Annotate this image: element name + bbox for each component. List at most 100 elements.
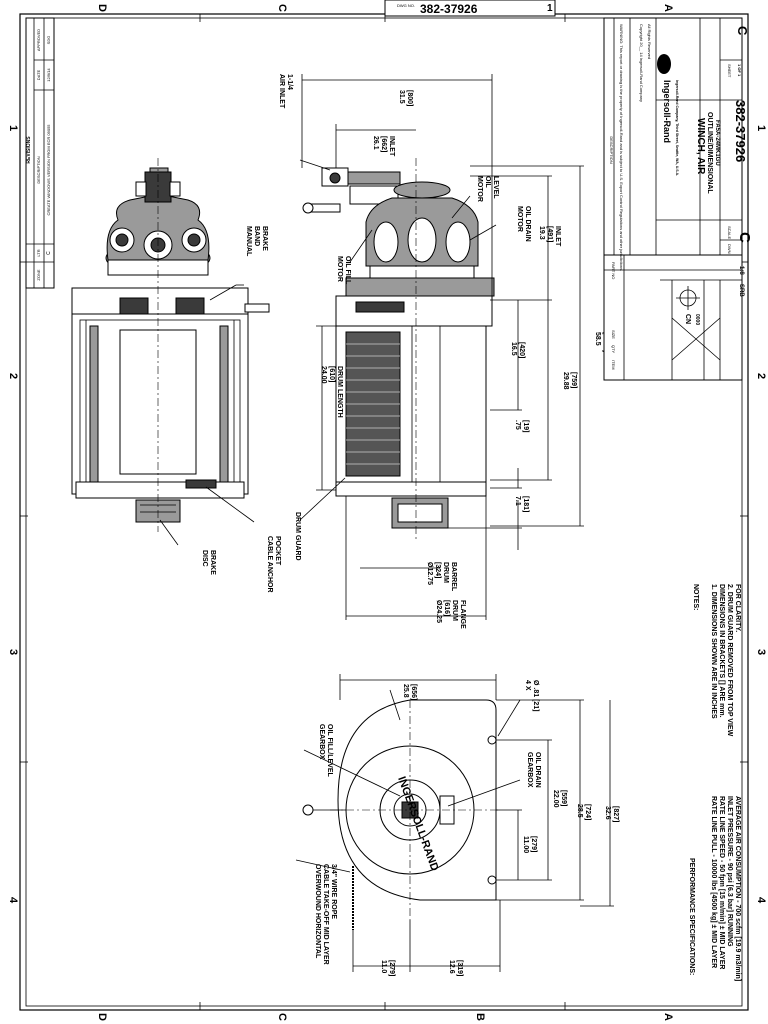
tb-dwn: SRB: [738, 284, 744, 297]
label-cable-anchor-pocket: CABLE ANCHOR POCKET: [266, 536, 281, 594]
label-gearbox-oil-drain: GEARBOX OIL DRAIN: [526, 752, 541, 789]
rev-header-ltr: LTR: [36, 249, 41, 256]
rev-ltr: C: [46, 251, 52, 255]
tb-copyright: Copyright 20__ 14 Ingersoll-Rand Company: [639, 24, 644, 102]
dim-11-00: 11.00 [279]: [522, 836, 537, 855]
tb-sheet-label: SHEET: [727, 64, 732, 78]
tb-sheet: 1 OF 1: [737, 64, 742, 77]
tb-rights: All Rights Reserved: [647, 24, 652, 59]
tb-ecn: 0000: [694, 314, 700, 325]
label-motor-oil-fill: MOTOR OIL FILL: [336, 256, 351, 285]
dim-12-6: 12.6 [319]: [448, 960, 463, 976]
label-disc-brake: DISC BRAKE: [201, 550, 216, 575]
dim-32-6: 32.6 [827]: [604, 806, 619, 822]
rev-header-date: DATE: [36, 69, 41, 80]
label-gearbox-oil-fill: GEARBOX OIL FILL/LEVEL: [318, 724, 333, 777]
dim-drum-barrel: Ø12.75 [324] DRUM BARREL: [426, 562, 457, 592]
dim-25-8: 25.8 [656]: [402, 684, 417, 700]
dim-075: .75 [19]: [514, 420, 529, 432]
label-motor-oil-drain: MOTOR OIL DRAIN: [516, 206, 531, 242]
rev-header-zone: ZONE: [36, 269, 41, 280]
tb-item-label: ITEM: [611, 360, 616, 370]
tb-size: C: [736, 232, 753, 243]
notes-list: 1. DIMENSIONS SHOWN ARE IN INCHES DIMENS…: [710, 584, 741, 738]
tb-title-line2: OUTLINE/DIMENSIONAL: [706, 112, 713, 194]
notes-block: NOTES: 1. DIMENSIONS SHOWN ARE IN INCHES…: [692, 584, 741, 738]
tb-warning: WARNING: This report or drawing is the p…: [619, 24, 624, 271]
tb-rev: C: [735, 26, 750, 36]
revisions-block: REVISIONS ZONE LTR DESCRIPTION DATE APPR…: [25, 17, 55, 289]
top-view: [71, 158, 270, 532]
zone-letter-bottom-b: B: [474, 1013, 486, 1021]
tb-cn: CN: [684, 314, 691, 324]
label-mounting-holes: 4 X Ø .81 [21]: [524, 680, 539, 712]
rev-header-approved: APPROVED: [36, 29, 41, 51]
zone-letter-top-c: C: [276, 4, 288, 12]
zone-number-left-1: 1: [7, 125, 19, 131]
label-manual-band-brake: MANUAL BAND BRAKE: [245, 226, 268, 258]
dim-31-5: 31.5 [800]: [398, 90, 413, 106]
tb-qty-label: QTY: [611, 345, 616, 354]
dwg-no-prefix: DWG NO.: [397, 3, 415, 8]
tb-company-address: Ingersoll-Rand Company, Third Street, Se…: [675, 80, 679, 176]
dim-16-5: 16.5 [420]: [510, 342, 525, 358]
top-sheet-number: 1: [547, 3, 553, 14]
end-view-dimension-lines: [295, 674, 614, 972]
performance-title: PERFORMANCE SPECIFICATIONS:: [688, 858, 695, 975]
dim-drum-length: 24.00 [610] DRUM LENGTH: [320, 366, 343, 418]
label-air-inlet: AIR INLET 1-1/4: [278, 74, 293, 110]
sheet-border: [19, 13, 749, 1011]
dim-28-5: 28.5 [724]: [576, 804, 591, 820]
top-drawing-number-box: DWG NO. 382-37926 1: [384, 0, 556, 17]
dim-29-88: 29.88 [759]: [562, 372, 577, 391]
rev-description: CREATE WINDOWS VERSION FROM ECR 09055: [46, 124, 51, 216]
performance-list: RATE LINE PULL - 10000 lbs [4500 kg] ± M…: [710, 796, 741, 981]
end-view: INGERSOLL-RAND: [302, 689, 500, 930]
tb-title-line1: WINCH, AIR: [695, 118, 706, 175]
dim-26-1: 26.1 [662] INLET: [372, 136, 395, 157]
dim-19-3: 19.3 [491] INLET: [538, 226, 561, 247]
dim-7-1: 7.1 [181]: [514, 496, 529, 512]
label-motor-oil-level: MOTOR OIL LEVEL: [476, 176, 499, 204]
tb-scale-label: SCALE: [727, 226, 732, 239]
dim-11-0: 11.0 [279]: [380, 960, 395, 976]
dim-22-00: 22.00 [559]: [552, 790, 567, 809]
tb-drawing-number: 382-37926: [733, 100, 748, 162]
tb-company: Ingersoll-Rand: [662, 80, 672, 143]
sheet-inner-border: [25, 17, 743, 1007]
tb-description-label: DESCRIPTION: [609, 136, 614, 163]
rev-header-description: DESCRIPTION: [36, 156, 41, 183]
side-view: [302, 158, 495, 540]
zone-letter-bottom-d: D: [96, 1013, 108, 1021]
zone-number-left-2: 2: [7, 373, 19, 379]
label-wire-rope: OVERWOUND HORIZONTAL CABLE TAKE-OFF MID …: [314, 864, 337, 967]
zone-number-right-4: 4: [755, 897, 767, 904]
zone-number-right-1: 1: [755, 125, 767, 131]
zone-number-right-3: 3: [755, 649, 767, 655]
zone-number-left-4: 4: [7, 897, 19, 904]
company-logo-mark: IR: [660, 61, 666, 68]
dim-drum-flange: Ø24.25 [616] DRUM FLANGE: [435, 600, 466, 629]
top-drawing-number: 382-37926: [420, 2, 478, 16]
tb-size-label: SIZE: [611, 330, 616, 339]
zone-letter-top-d: D: [96, 4, 108, 12]
zone-letter-bottom-a: A: [662, 1013, 674, 1021]
label-drum-guard: DRUM GUARD: [294, 512, 301, 561]
tb-dwn-label: DWN: [727, 244, 732, 254]
tb-title-line3: FA5A-24MK1GU: [714, 120, 720, 166]
zone-ticks: [20, 14, 748, 1010]
notes-title: NOTES:: [692, 584, 699, 610]
zone-number-left-3: 3: [7, 649, 19, 655]
top-view-leaders: [159, 284, 255, 546]
tb-part-no-label: PART NO: [611, 262, 616, 279]
rev-date: 12/9/14: [46, 68, 51, 82]
side-view-dimension-lines: [299, 74, 584, 620]
zone-letter-top-a: A: [662, 4, 674, 12]
title-block: IR: [603, 17, 743, 381]
zone-letter-bottom-c: C: [276, 1013, 288, 1021]
rev-approved: SDG: [46, 36, 51, 45]
performance-block: PERFORMANCE SPECIFICATIONS: RATE LINE PU…: [688, 796, 741, 981]
revisions-title: REVISIONS: [26, 136, 32, 164]
zone-number-right-2: 2: [755, 373, 767, 379]
